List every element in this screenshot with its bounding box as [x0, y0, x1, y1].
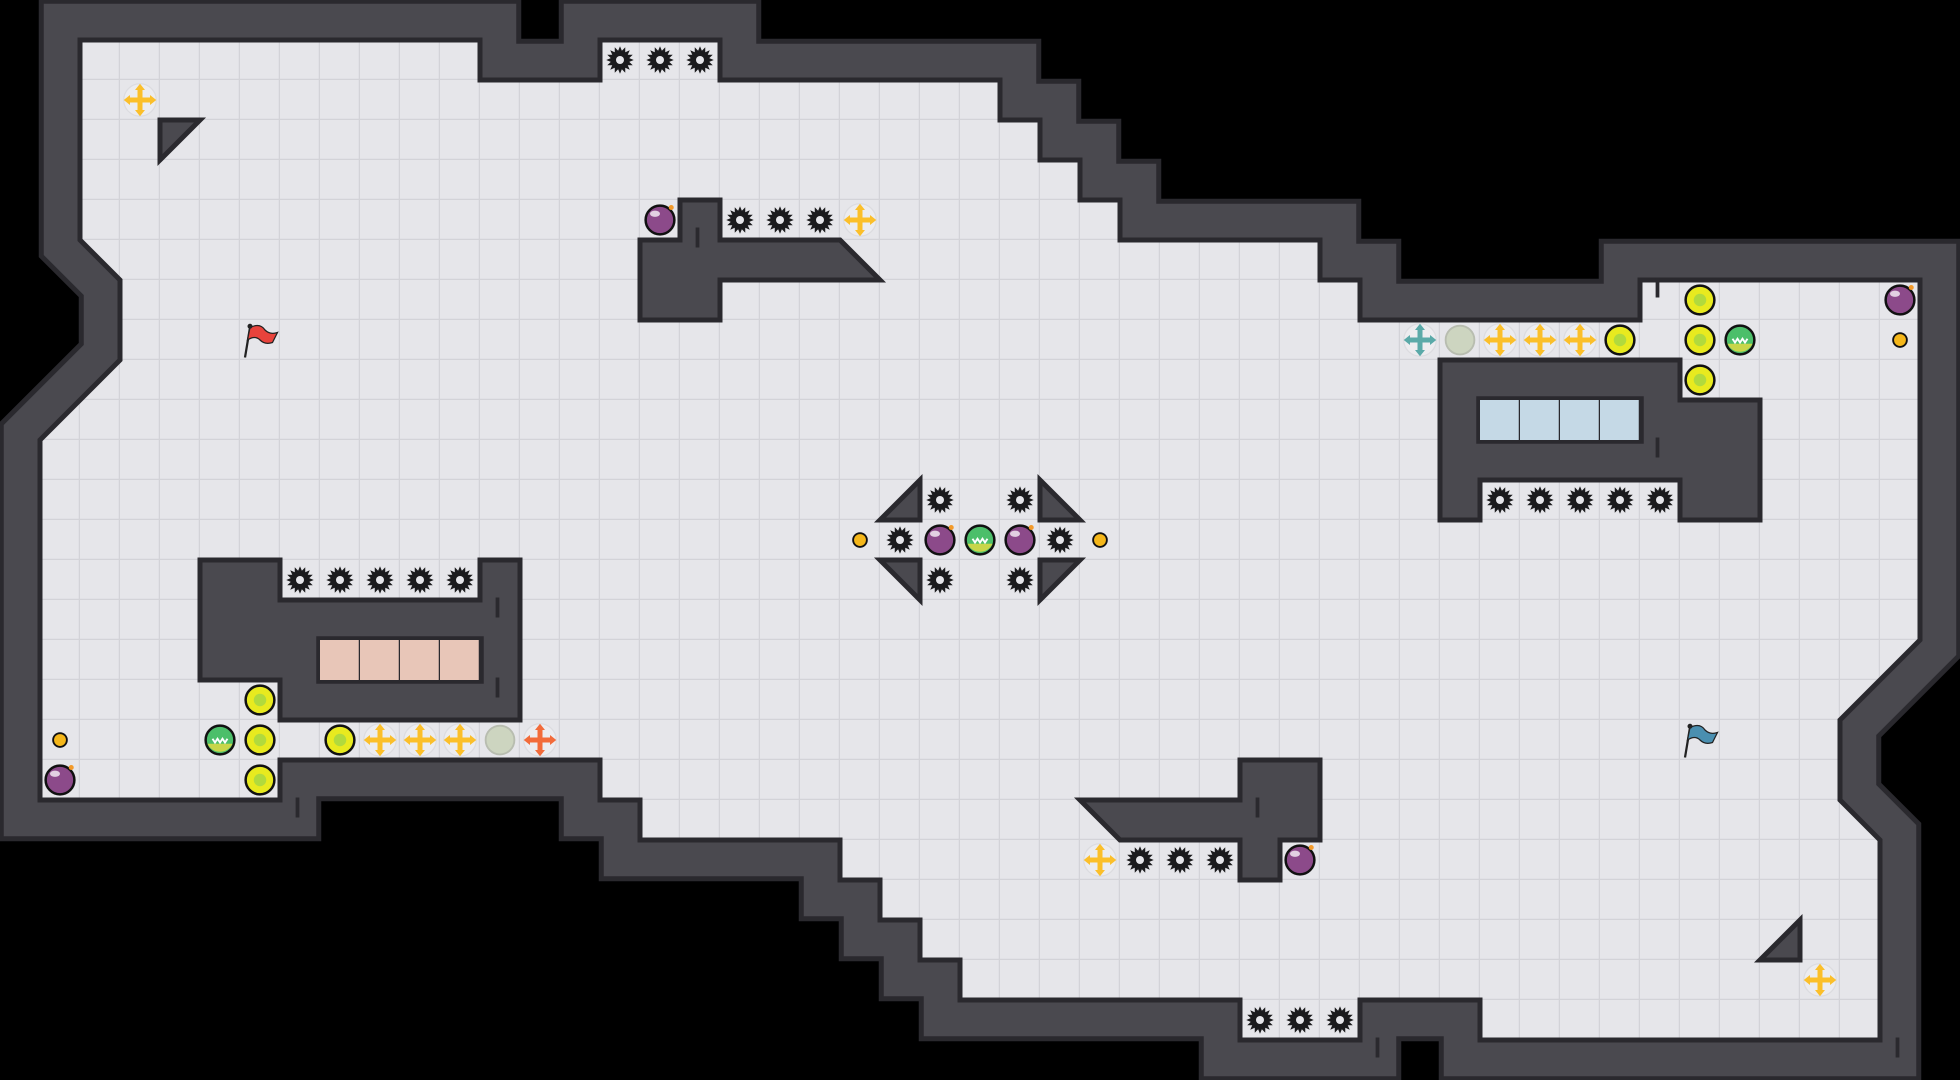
- purple-bomb-icon: [44, 764, 76, 796]
- yellow-cross-icon: [1083, 843, 1117, 877]
- spike-gear-icon: [1326, 1006, 1354, 1034]
- spike-gear-icon: [646, 46, 674, 74]
- wall-block: [1753, 913, 1803, 963]
- spike-gear-icon: [926, 486, 954, 514]
- yellow-cross-icon: [1563, 323, 1597, 357]
- green-chomper-ball-icon: [1724, 324, 1756, 356]
- entities: [44, 46, 1916, 1034]
- wall-block: [1037, 557, 1087, 607]
- spike-gear-icon: [1006, 486, 1034, 514]
- yellow-ball-icon: [1684, 364, 1716, 396]
- yellow-cross-icon: [443, 723, 477, 757]
- spike-gear-icon: [766, 206, 794, 234]
- spike-gear-icon: [366, 566, 394, 594]
- coin-icon: [852, 532, 868, 548]
- purple-bomb-icon: [1884, 284, 1916, 316]
- spike-gear-icon: [446, 566, 474, 594]
- yellow-cross-icon: [843, 203, 877, 237]
- blue-flag-icon[interactable]: [1683, 723, 1719, 758]
- wall-block: [637, 197, 887, 323]
- yellow-cross-icon: [1483, 323, 1517, 357]
- gray-disc-icon: [484, 724, 516, 756]
- spike-gear-icon: [1166, 846, 1194, 874]
- yellow-ball-icon: [1684, 284, 1716, 316]
- yellow-ball-icon: [1684, 324, 1716, 356]
- wall-block: [1037, 473, 1087, 523]
- yellow-cross-icon: [403, 723, 437, 757]
- spike-gear-icon: [806, 206, 834, 234]
- yellow-cross-icon: [123, 83, 157, 117]
- gray-disc-icon: [1444, 324, 1476, 356]
- wall-block: [1073, 757, 1323, 883]
- yellow-cross-icon: [1523, 323, 1557, 357]
- spike-gear-icon: [1486, 486, 1514, 514]
- green-chomper-ball-icon: [964, 524, 996, 556]
- spike-gear-icon: [1606, 486, 1634, 514]
- pink-window: [316, 636, 484, 684]
- yellow-cross-icon: [363, 723, 397, 757]
- yellow-ball-icon: [1604, 324, 1636, 356]
- spike-gear-icon: [1206, 846, 1234, 874]
- spike-gear-icon: [1526, 486, 1554, 514]
- green-chomper-ball-icon: [204, 724, 236, 756]
- red-flag-icon[interactable]: [243, 323, 279, 358]
- purple-bomb-icon: [924, 524, 956, 556]
- purple-bomb-icon: [1284, 844, 1316, 876]
- spike-gear-icon: [1126, 846, 1154, 874]
- spike-gear-icon: [1246, 1006, 1274, 1034]
- yellow-ball-icon: [244, 724, 276, 756]
- spike-gear-icon: [286, 566, 314, 594]
- spike-gear-icon: [406, 566, 434, 594]
- yellow-cross-icon: [1803, 963, 1837, 997]
- yellow-ball-icon: [244, 764, 276, 796]
- blue-window: [1476, 396, 1644, 444]
- inner-walls: [157, 117, 1900, 1058]
- coin-icon: [1092, 532, 1108, 548]
- spike-gear-icon: [1006, 566, 1034, 594]
- wall-block: [157, 117, 207, 167]
- spike-gear-icon: [1646, 486, 1674, 514]
- coin-icon: [52, 732, 68, 748]
- spike-gear-icon: [326, 566, 354, 594]
- wall-block: [873, 557, 923, 607]
- spike-gear-icon: [1286, 1006, 1314, 1034]
- purple-bomb-icon: [1004, 524, 1036, 556]
- red-cross-icon: [523, 723, 557, 757]
- spike-gear-icon: [686, 46, 714, 74]
- spike-gear-icon: [1046, 526, 1074, 554]
- spike-gear-icon: [926, 566, 954, 594]
- teal-cross-icon: [1403, 323, 1437, 357]
- yellow-ball-icon: [324, 724, 356, 756]
- spike-gear-icon: [1566, 486, 1594, 514]
- spike-gear-icon: [606, 46, 634, 74]
- purple-bomb-icon: [644, 204, 676, 236]
- yellow-ball-icon: [244, 684, 276, 716]
- coin-icon: [1892, 332, 1908, 348]
- wall-block: [873, 473, 923, 523]
- spike-gear-icon: [886, 526, 914, 554]
- spike-gear-icon: [726, 206, 754, 234]
